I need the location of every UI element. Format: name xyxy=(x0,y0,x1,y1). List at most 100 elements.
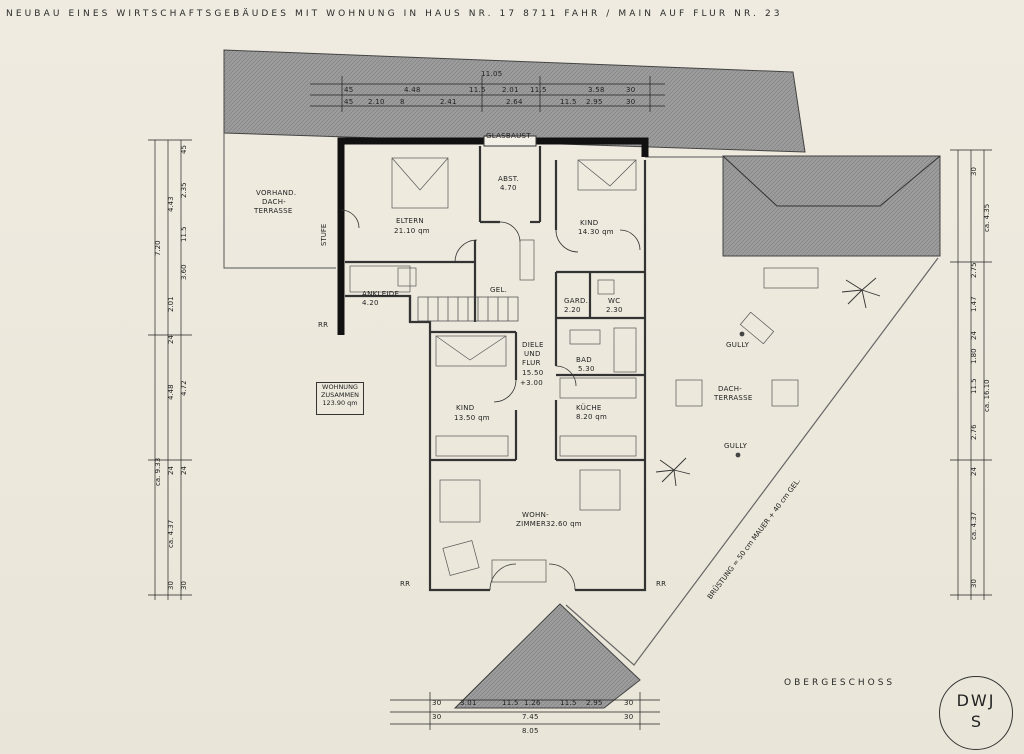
vorhand-terrasse-outline xyxy=(223,133,336,269)
room-abst-area: 4.70 xyxy=(500,184,517,192)
room-gard-area: 2.20 xyxy=(564,306,581,314)
seal-line-2: S xyxy=(970,712,982,731)
room-ankleide-area: 4.20 xyxy=(362,299,379,307)
room-wc-name: WC xyxy=(608,297,621,305)
dim-bot-r1-1: 30 xyxy=(432,699,442,707)
dim-bot-r2-2: 7.45 xyxy=(522,713,539,721)
dim-right-4: 1.47 xyxy=(970,296,978,312)
room-diele-1: DIELE xyxy=(522,341,544,349)
dim-top-r2-3: 11.5 xyxy=(469,86,486,94)
label-vorhand-1: VORHAND. xyxy=(256,189,297,197)
dim-top-r2-6: 3.58 xyxy=(588,86,605,94)
glasbaustein-block xyxy=(483,135,537,147)
dim-top-r3-8: 30 xyxy=(626,98,636,106)
dim-top-r3-1: 45 xyxy=(344,98,354,106)
bruestung-line xyxy=(565,257,939,666)
roof-bottom-slab xyxy=(453,603,641,709)
dim-right-1: 30 xyxy=(970,167,978,176)
furniture xyxy=(349,157,819,583)
dim-right-9: 2.76 xyxy=(970,424,978,440)
room-wohn-1: WOHN- xyxy=(522,511,549,519)
dimension-lines xyxy=(148,76,992,730)
label-dach-2: TERRASSE xyxy=(714,394,753,402)
dim-top-r3-5: 2.64 xyxy=(506,98,523,106)
dim-left-12: ca. 9.33 xyxy=(154,457,162,486)
gully-1 xyxy=(739,331,745,337)
dim-left-5: 7.20 xyxy=(154,240,162,256)
summary-line-1: WOHNUNG xyxy=(322,383,358,391)
dim-right-7: 11.5 xyxy=(970,378,978,394)
dim-top-r3-3: 8 xyxy=(400,98,405,106)
dim-left-3: 2.35 xyxy=(180,182,188,198)
plan-title: NEUBAU EINES WIRTSCHAFTSGEBÄUDES MIT WOH… xyxy=(6,9,783,19)
room-diele-2: UND xyxy=(524,350,541,358)
room-ankleide-name: ANKLEIDE xyxy=(362,290,400,298)
dim-top-r2-1: 45 xyxy=(344,86,354,94)
summary-line-2: ZUSAMMEN xyxy=(320,391,360,399)
dim-bot-r1-2: 3.01 xyxy=(460,699,477,707)
label-vorhand-2: DACH- xyxy=(262,198,287,206)
dim-right-8: ca. 16.10 xyxy=(983,379,991,412)
roof-top-left xyxy=(223,49,806,153)
dim-top-r3-7: 2.95 xyxy=(586,98,603,106)
dim-bot-r2-1: 30 xyxy=(432,713,442,721)
dim-left-15: 30 xyxy=(167,581,175,590)
dim-right-10: 24 xyxy=(970,467,978,476)
dim-top-total: 11.05 xyxy=(481,70,503,78)
room-diele-3: FLUR xyxy=(522,359,541,367)
dim-top-r3-6: 11.5 xyxy=(560,98,577,106)
summary-line-3: 123.90 qm xyxy=(322,399,358,407)
dim-right-2: ca. 4.35 xyxy=(983,203,991,232)
seal-line-1: DWJ xyxy=(956,691,996,710)
room-bad-name: BAD xyxy=(576,356,592,364)
dim-bot-r1-5: 11.5 xyxy=(560,699,577,707)
dim-left-16: 30 xyxy=(180,581,188,590)
label-stufe: STUFE xyxy=(320,223,328,246)
room-abst-name: ABST. xyxy=(498,175,520,183)
label-rr-1: RR xyxy=(318,321,329,329)
room-eltern-name: ELTERN xyxy=(396,217,424,225)
dim-bot-r1-6: 2.95 xyxy=(586,699,603,707)
door-swings xyxy=(340,209,641,591)
dim-bot-total: 8.05 xyxy=(522,727,539,735)
dim-bot-r2-3: 30 xyxy=(624,713,634,721)
label-gully-1: GULLY xyxy=(726,341,750,349)
dim-right-12: 30 xyxy=(970,579,978,588)
label-vorhand-3: TERRASSE xyxy=(254,207,293,215)
label-rr-2: RR xyxy=(400,580,411,588)
wohnung-summary-box: WOHNUNG ZUSAMMEN 123.90 qm xyxy=(316,382,364,415)
room-wohn-2: ZIMMER xyxy=(516,520,547,528)
label-gully-2: GULLY xyxy=(724,442,748,450)
dim-bot-r1-7: 30 xyxy=(624,699,634,707)
label-glasbaust: GLASBAUST xyxy=(486,132,531,140)
dim-left-1: 45 xyxy=(180,145,188,154)
floor-label: OBERGESCHOSS xyxy=(784,678,896,688)
dim-top-r2-7: 30 xyxy=(626,86,636,94)
dim-right-3: 2.75 xyxy=(970,262,978,278)
dim-left-4: 11.5 xyxy=(180,226,188,242)
room-kind-top-area: 14.30 qm xyxy=(578,228,614,236)
room-kueche-name: KÜCHE xyxy=(576,404,602,412)
room-kind-low-area: 13.50 qm xyxy=(454,414,490,422)
room-wohn-area: 32.60 qm xyxy=(546,520,582,528)
room-bad-area: 5.30 xyxy=(578,365,595,373)
dim-top-r2-4: 2.01 xyxy=(502,86,519,94)
gully-2 xyxy=(735,452,741,458)
label-dach-1: DACH- xyxy=(718,385,743,393)
room-kind-top-name: KIND xyxy=(580,219,599,227)
dim-top-r3-4: 2.41 xyxy=(440,98,457,106)
dim-top-r3-2: 2.10 xyxy=(368,98,385,106)
interior-walls xyxy=(345,146,647,592)
room-kueche-area: 8.20 qm xyxy=(576,413,608,421)
dim-left-13: 24 xyxy=(180,466,188,475)
plant-symbols xyxy=(655,277,881,487)
dim-left-10: 4.72 xyxy=(180,380,188,396)
room-kind-low-name: KIND xyxy=(456,404,475,412)
dim-left-2: 4.43 xyxy=(167,196,175,212)
dim-left-7: 2.01 xyxy=(167,296,175,312)
dim-left-9: 4.48 xyxy=(167,384,175,400)
architect-seal: DWJ S xyxy=(939,676,1013,750)
dim-left-11: 24 xyxy=(167,466,175,475)
room-wc-area: 2.30 xyxy=(606,306,623,314)
dim-left-14: ca. 4.37 xyxy=(167,519,175,548)
